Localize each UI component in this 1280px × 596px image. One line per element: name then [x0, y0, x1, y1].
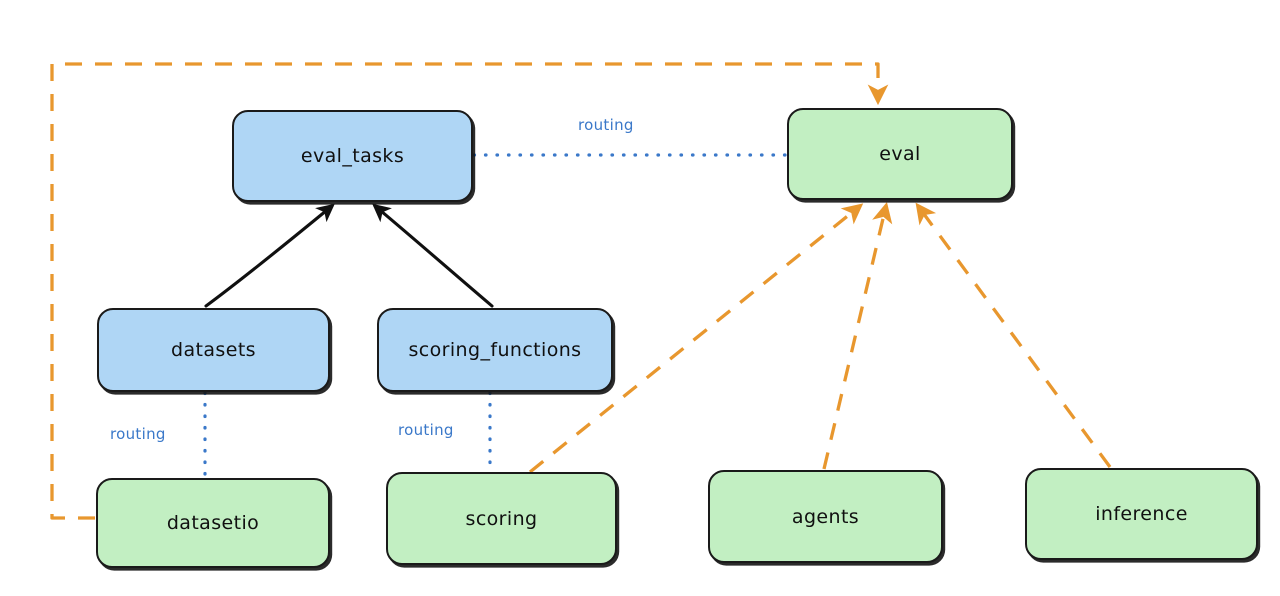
node-datasetio[interactable]: datasetio — [96, 478, 330, 568]
node-eval[interactable]: eval — [787, 108, 1013, 200]
node-label-eval: eval — [879, 143, 921, 165]
edge-scoring-functions-to-eval-tasks — [372, 203, 494, 308]
edge-datasets-to-eval-tasks — [204, 203, 335, 308]
node-label-agents: agents — [791, 505, 860, 528]
node-scoring[interactable]: scoring — [386, 472, 617, 565]
edge-datasetio-to-eval — [50, 62, 889, 520]
node-label-scoring: scoring — [465, 507, 538, 530]
node-label-inference: inference — [1095, 503, 1188, 525]
node-datasets[interactable]: datasets — [97, 308, 330, 392]
node-inference[interactable]: inference — [1025, 468, 1258, 560]
edge-inference-to-eval — [915, 202, 1112, 468]
edge-label-routing-eval-tasks-eval: routing — [578, 116, 634, 134]
node-agents[interactable]: agents — [708, 470, 943, 563]
node-label-eval-tasks: eval_tasks — [300, 145, 405, 167]
edge-label-routing-datasets-datasetio: routing — [110, 425, 166, 443]
node-scoring-functions[interactable]: scoring_functions — [377, 308, 613, 392]
node-eval-tasks[interactable]: eval_tasks — [232, 110, 473, 202]
edge-label-routing-scoring-functions-scoring: routing — [398, 421, 454, 439]
node-label-datasets: datasets — [171, 339, 256, 361]
edge-agents-to-eval — [822, 201, 893, 470]
node-label-scoring-functions: scoring_functions — [408, 339, 582, 361]
node-label-datasetio: datasetio — [166, 512, 260, 534]
edge-scoring-to-eval — [528, 203, 864, 474]
